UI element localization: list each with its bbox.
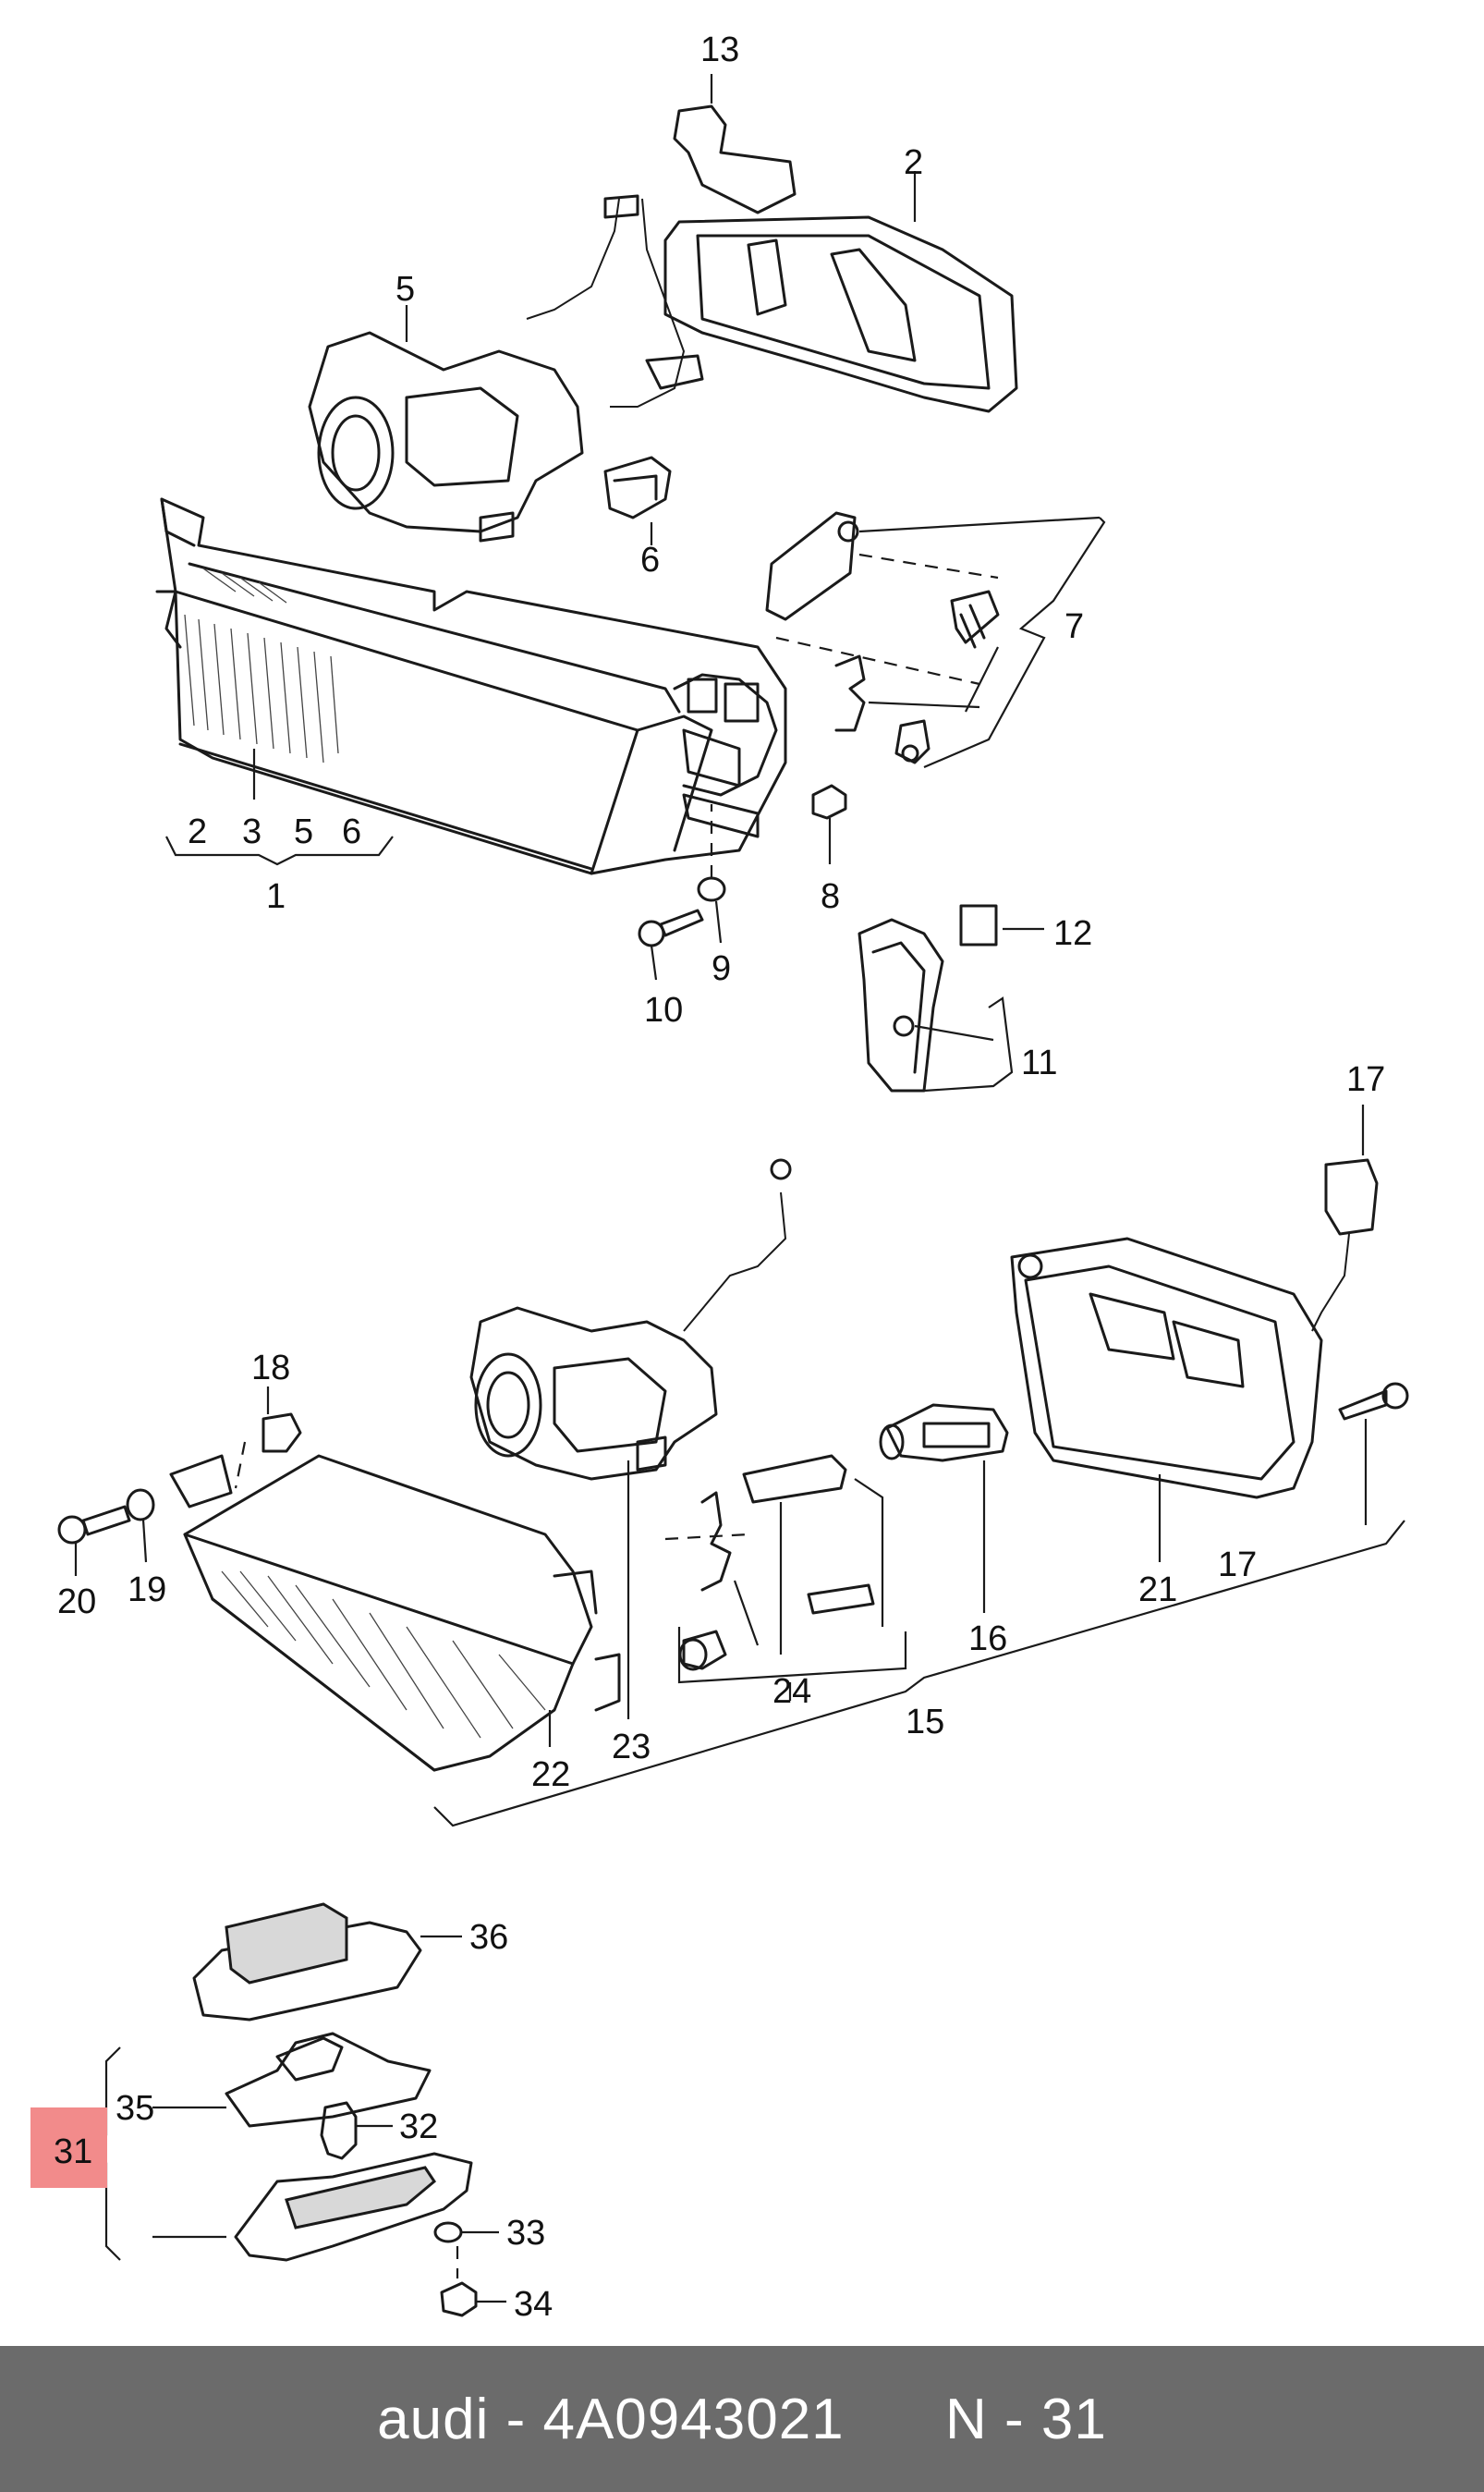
- lamp-bracket-35: [152, 2032, 432, 2128]
- callout-22: 22: [531, 1755, 570, 1794]
- reflector-housing-2: [663, 171, 1018, 413]
- callout-6-group: 6: [342, 812, 361, 851]
- callout-12: 12: [1053, 914, 1092, 953]
- bulb-32: [320, 2101, 393, 2160]
- callout-20: 20: [57, 1582, 96, 1621]
- callout-23: 23: [612, 1728, 651, 1766]
- callout-17-top: 17: [1346, 1060, 1385, 1099]
- callout-5-group: 5: [294, 812, 313, 851]
- callout-13: 13: [700, 31, 739, 69]
- highlight-box-31: [30, 2107, 107, 2188]
- callout-21: 21: [1138, 1570, 1177, 1609]
- callout-5: 5: [395, 270, 415, 309]
- callout-11: 11: [1021, 1044, 1057, 1082]
- lamp-cover-36: [192, 1902, 462, 2022]
- bracket-24-set: [664, 1454, 907, 1701]
- bulb-socket-13: [673, 74, 797, 214]
- fog-projector-23: [469, 1158, 792, 1719]
- footer-bar: audi - 4A0943021 N - 31: [0, 2346, 1484, 2492]
- turn-signal-11: [858, 918, 1014, 1093]
- projector-module-5: [308, 305, 584, 543]
- callout-2-group: 2: [188, 812, 207, 851]
- fog-housing-21: [1010, 1237, 1323, 1562]
- callout-2: 2: [904, 143, 923, 182]
- callout-3-group: 3: [242, 812, 262, 851]
- bracket-7-set: [765, 511, 1106, 769]
- exploded-parts-drawing: 13 2 5 6 7 2 3 5 6 1 8 9 10 12 11 17 18 …: [30, 31, 1409, 2324]
- part-number-label: audi - 4A0943021 N - 31: [377, 2387, 1107, 2451]
- washer-33: [433, 2221, 499, 2243]
- callout-8: 8: [821, 877, 840, 916]
- callout-7: 7: [1064, 607, 1084, 646]
- screw-10: [638, 909, 704, 981]
- clip-12: [959, 904, 1044, 947]
- callout-18: 18: [251, 1349, 290, 1387]
- callout-32: 32: [399, 2107, 438, 2146]
- bulb-16: [879, 1403, 1009, 1613]
- callout-35: 35: [116, 2089, 154, 2128]
- screw-34: [440, 2246, 506, 2317]
- washer-19: [126, 1488, 155, 1563]
- washer-9: [697, 804, 726, 944]
- wire-harness-6: [526, 194, 704, 545]
- headlamp-housing: [155, 497, 787, 875]
- callout-16: 16: [968, 1619, 1007, 1658]
- callout-6: 6: [640, 541, 660, 580]
- callout-33: 33: [506, 2214, 545, 2253]
- parts-diagram: 13 2 5 6 7 2 3 5 6 1 8 9 10 12 11 17 18 …: [30, 31, 1409, 2324]
- screw-8: [811, 784, 847, 864]
- callout-34: 34: [514, 2285, 553, 2324]
- screw-17-side: [1338, 1382, 1409, 1525]
- callout-9: 9: [712, 949, 731, 988]
- lamp-base-31: [152, 2152, 473, 2262]
- callout-15: 15: [906, 1703, 944, 1741]
- callout-17-side: 17: [1218, 1545, 1257, 1584]
- screw-20: [57, 1505, 131, 1576]
- connector-17: [1311, 1105, 1379, 1332]
- callout-31: 31: [54, 2132, 92, 2171]
- callout-1: 1: [266, 877, 286, 916]
- callout-19: 19: [128, 1570, 166, 1609]
- fog-lamp-lens-22: [169, 1454, 621, 1772]
- bolt-18: [234, 1386, 302, 1489]
- callout-24: 24: [772, 1672, 811, 1711]
- callout-10: 10: [644, 991, 683, 1030]
- callout-36: 36: [469, 1918, 508, 1957]
